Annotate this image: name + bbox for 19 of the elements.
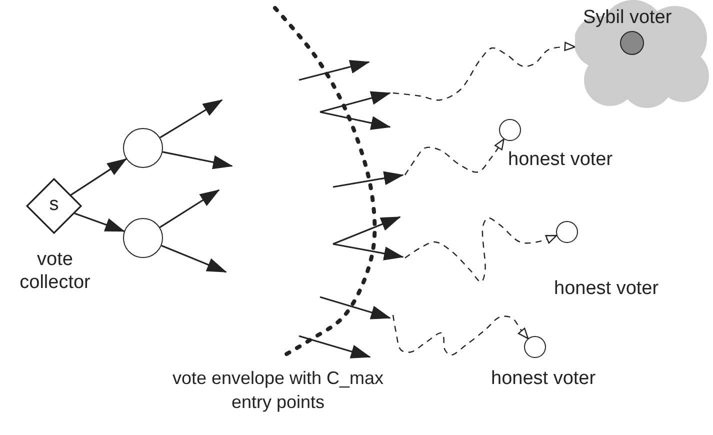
dashed-arrow bbox=[404, 217, 558, 283]
arrow bbox=[70, 158, 128, 196]
dashed-arrow bbox=[392, 42, 576, 101]
node-label: s bbox=[48, 193, 60, 216]
node-caption: honest voter bbox=[508, 148, 613, 171]
arrow bbox=[159, 189, 220, 228]
arrow bbox=[161, 244, 227, 273]
node-caption: honest voter bbox=[491, 367, 596, 390]
arrow bbox=[160, 99, 223, 138]
circle-node bbox=[123, 128, 163, 168]
arrow bbox=[162, 151, 233, 170]
node-label: Sybil voter bbox=[583, 6, 672, 29]
arrow bbox=[74, 212, 126, 232]
dashed-arrow bbox=[404, 138, 504, 176]
node-caption: vote collector bbox=[18, 248, 92, 294]
caption-text: vote envelope with C_max entry points bbox=[171, 367, 385, 414]
circle-node bbox=[123, 218, 163, 258]
dashed-arrow bbox=[392, 314, 529, 356]
node-caption: honest voter bbox=[554, 277, 659, 300]
